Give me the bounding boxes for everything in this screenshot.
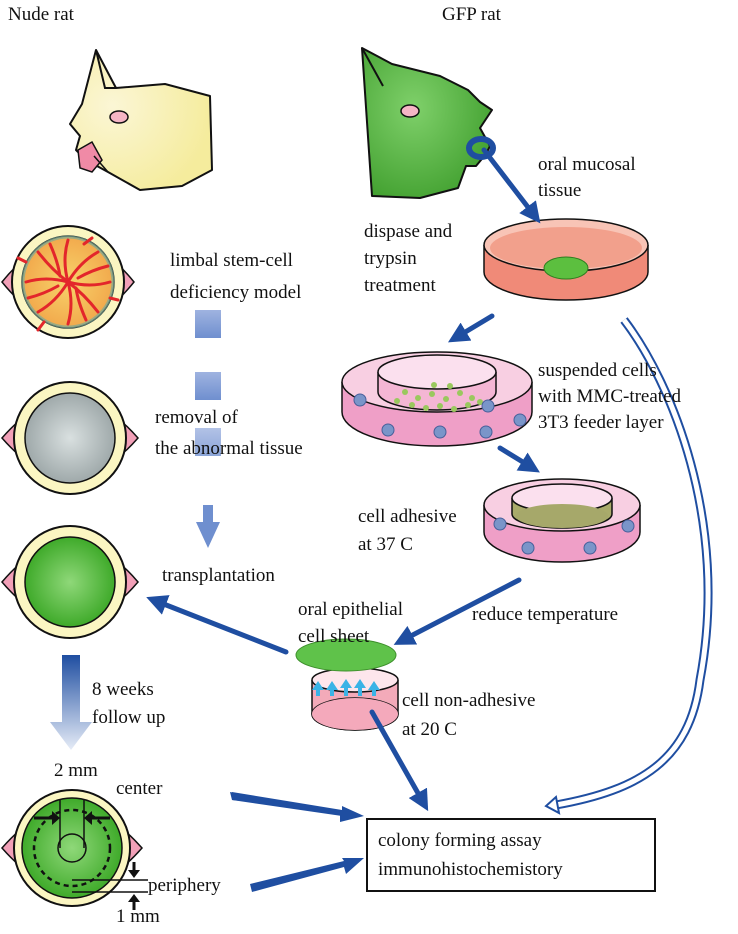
culture-dish-sheet	[295, 638, 399, 731]
label-dispase-trypsin: dispase and trypsin treatment	[364, 221, 453, 296]
hollow-arrow	[544, 317, 713, 815]
step-markers	[195, 310, 221, 548]
label-assay: colony forming assay immunohistochemisto…	[378, 830, 563, 880]
eye-analysis	[1, 789, 148, 910]
biopsy-ring	[466, 136, 496, 160]
label-nude-rat: Nude rat	[8, 4, 74, 25]
label-cell-adhesive: cell adhesive at 37 C	[358, 506, 457, 555]
label-suspended-cells: suspended cells with MMC-treated 3T3 fee…	[538, 360, 682, 433]
label-removal: removal of the abnormal tissue	[155, 407, 303, 459]
analysis-arrows	[230, 792, 364, 892]
eye-removal	[1, 381, 139, 495]
label-center: center	[116, 778, 163, 799]
follow-up-arrow	[50, 655, 92, 750]
nude-rat-head	[69, 49, 213, 191]
culture-dish-suspended	[341, 351, 533, 447]
process-arrows	[146, 147, 541, 812]
label-transplantation: transplantation	[162, 565, 275, 586]
culture-dish-tissue	[483, 218, 649, 301]
label-reduce-temperature: reduce temperature	[472, 604, 619, 625]
gfp-rat-head	[361, 47, 496, 199]
label-periphery: periphery	[148, 875, 221, 896]
label-2mm: 2 mm	[54, 760, 98, 781]
label-1mm: 1 mm	[116, 906, 160, 927]
label-oral-mucosal-tissue: oral mucosal tissue	[538, 154, 636, 201]
culture-dish-adhesive	[483, 478, 641, 563]
eye-lscd	[1, 225, 135, 339]
assay-box: colony forming assay immunohistochemisto…	[366, 818, 656, 892]
label-follow-up: 8 weeks follow up	[92, 679, 166, 728]
label-gfp-rat: GFP rat	[442, 4, 501, 25]
label-oral-epithelial-sheet: oral epithelial cell sheet	[298, 599, 403, 647]
eye-transplanted	[1, 525, 139, 639]
label-lscd-model: limbal stem-cell deficiency model	[170, 250, 302, 303]
label-cell-non-adhesive: cell non-adhesive at 20 C	[402, 690, 536, 740]
oral-epithelial-cell-sheet	[295, 638, 397, 672]
